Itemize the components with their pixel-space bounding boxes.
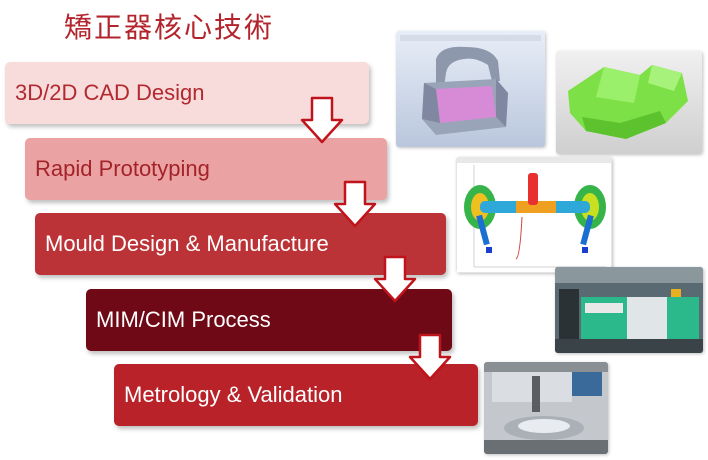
down-arrow-icon	[373, 255, 417, 303]
down-arrow-icon	[408, 333, 452, 381]
slide-title: 矯正器核心技術	[64, 11, 275, 44]
injection-machine-photo	[555, 267, 703, 353]
cad-bracket-render	[396, 31, 545, 147]
down-arrow-icon	[300, 96, 344, 144]
metrology-instrument-photo	[484, 362, 608, 454]
step-label: Mould Design & Manufacture	[45, 231, 329, 256]
step-mim-cim-process: MIM/CIM Process	[86, 289, 452, 351]
step-mould-design: Mould Design & Manufacture	[35, 213, 446, 275]
green-prototype-photo	[556, 51, 702, 154]
step-rapid-prototyping: Rapid Prototyping	[25, 138, 387, 200]
step-cad-design: 3D/2D CAD Design	[5, 62, 369, 124]
step-label: MIM/CIM Process	[96, 307, 271, 332]
step-metrology-validation: Metrology & Validation	[114, 364, 478, 426]
step-label: Rapid Prototyping	[35, 156, 210, 181]
step-label: 3D/2D CAD Design	[15, 80, 205, 105]
mould-flow-simulation	[456, 157, 612, 273]
step-label: Metrology & Validation	[124, 382, 343, 407]
down-arrow-icon	[333, 180, 377, 228]
